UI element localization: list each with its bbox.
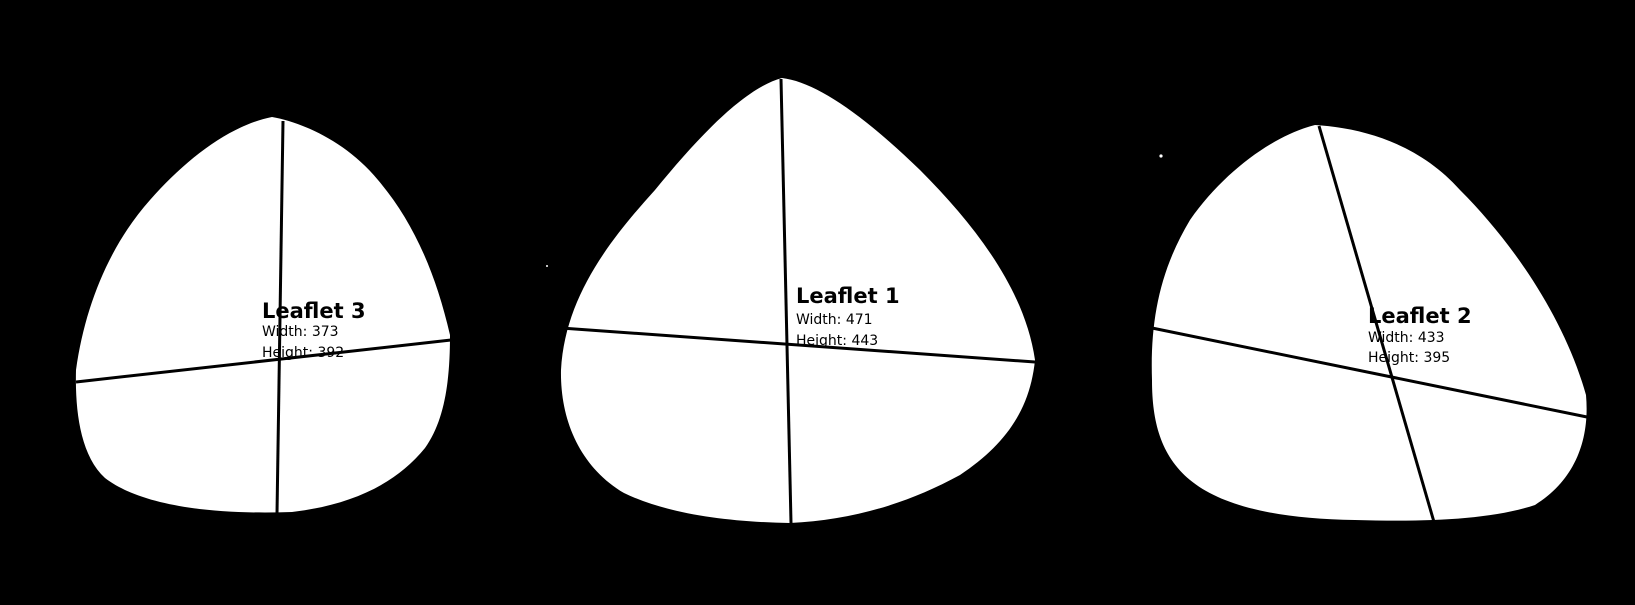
- leaflet-3-height-line: [275, 120, 285, 515]
- leaflet-1-width-label: Width: 471: [796, 312, 873, 328]
- leaflet-1-shape: [560, 78, 1035, 523]
- leaflet-1-title: Leaflet 1: [796, 284, 900, 308]
- leaflet-2: Leaflet 2 Width: 433 Height: 395: [1151, 125, 1588, 523]
- leaflet-3-width-line: [75, 338, 452, 384]
- leaflet-2-shape: [1151, 125, 1587, 521]
- leaflet-3-title: Leaflet 3: [262, 299, 366, 323]
- leaflet-2-width-line: [1151, 326, 1588, 419]
- leaflet-2-title: Leaflet 2: [1368, 304, 1472, 328]
- leaflet-1: Leaflet 1 Width: 471 Height: 443: [560, 78, 1036, 524]
- leaflet-1-width-line: [560, 326, 1036, 364]
- leaflet-2-height-label: Height: 395: [1368, 350, 1450, 366]
- leaflet-2-height-line: [1317, 125, 1436, 523]
- leaflet-3: Leaflet 3 Width: 373 Height: 392: [75, 117, 452, 515]
- leaflet-3-height-label: Height: 392: [262, 345, 344, 361]
- leaflet-1-height-label: Height: 443: [796, 333, 878, 349]
- speck: [546, 265, 548, 267]
- leaflet-3-shape: [75, 117, 450, 513]
- leaflet-2-width-label: Width: 433: [1368, 330, 1445, 346]
- speck: [1159, 154, 1163, 158]
- leaflet-3-width-label: Width: 373: [262, 324, 339, 340]
- leaflet-1-height-line: [779, 78, 793, 524]
